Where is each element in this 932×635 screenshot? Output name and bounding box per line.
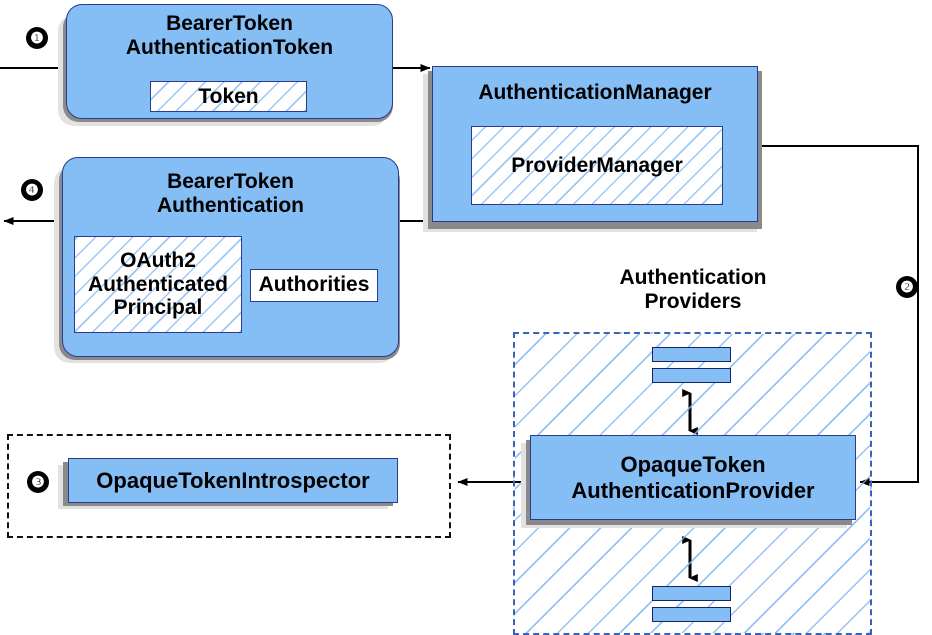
opaque-token-introspector-group <box>7 434 451 538</box>
authentication-manager[interactable]: AuthenticationManager ProviderManager <box>432 66 758 222</box>
provider-stack-bar-bottom-1 <box>652 586 731 601</box>
bearer-token-authentication-token[interactable]: BearerToken AuthenticationToken Token <box>66 4 393 119</box>
provider-stack-bar-top-1 <box>652 347 731 362</box>
authentication-providers-label: Authentication Providers <box>619 266 767 313</box>
step-badge-3: ❸ <box>27 471 49 493</box>
authentication-manager-label: AuthenticationManager <box>478 81 712 104</box>
opaque-token-introspector-label: OpaqueTokenIntrospector <box>96 467 370 493</box>
step-badge-4: ❹ <box>21 179 43 201</box>
step-badge-1: ❶ <box>26 27 48 49</box>
opaque-token-introspector[interactable]: OpaqueTokenIntrospector <box>68 458 398 503</box>
authorities-box[interactable]: Authorities <box>250 269 378 302</box>
bearer-token-authentication-label: BearerToken Authentication <box>157 170 304 218</box>
provider-stack-bar-top-2 <box>652 368 731 383</box>
opaque-token-authentication-provider-label: OpaqueToken AuthenticationProvider <box>571 452 815 503</box>
oauth2-authenticated-principal-box[interactable]: OAuth2 Authenticated Principal <box>74 236 242 333</box>
provider-manager-box[interactable]: ProviderManager <box>471 126 723 205</box>
step-badge-2: ❷ <box>896 276 918 298</box>
token-box[interactable]: Token <box>150 81 307 112</box>
bearer-token-authentication-token-label: BearerToken AuthenticationToken <box>125 12 334 60</box>
opaque-token-authentication-provider[interactable]: OpaqueToken AuthenticationProvider <box>530 435 856 520</box>
bearer-token-authentication[interactable]: BearerToken Authentication OAuth2 Authen… <box>62 157 399 357</box>
provider-stack-bar-bottom-2 <box>652 607 731 622</box>
